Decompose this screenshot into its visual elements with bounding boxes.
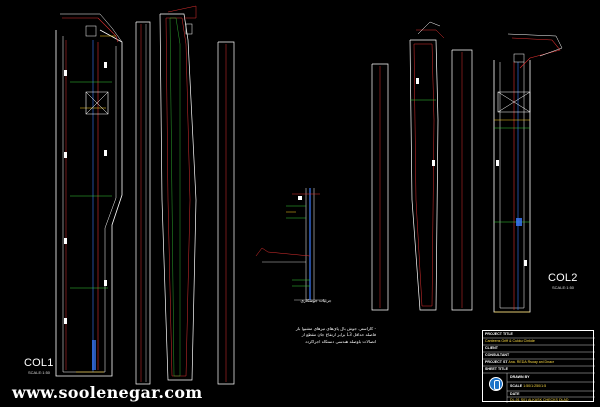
- col2-flange-strip-2: [451, 49, 473, 311]
- title-block-grid: [483, 337, 595, 403]
- note-line: - کاراستر، جوش بال پای‌های تیرهای مشبوا …: [295, 326, 376, 331]
- note-line: فاصله حداقل L3 برابر ارتفاع جان مقطع از: [301, 332, 376, 338]
- col1-web-plate: [159, 5, 197, 381]
- col1-flange-strip-1: [135, 21, 151, 385]
- title-block-row: SCALE 1:50/1:250/1:5: [510, 384, 547, 388]
- col1-scale: SCALE:1:50: [28, 370, 51, 375]
- general-note: - کاراستر، جوش بال پای‌های تیرهای مشبوا …: [258, 326, 376, 345]
- title-block-row: PROJECT TITLE: [485, 332, 513, 336]
- title-block-row: DL-01 S01 ALKASK CHECKS DLAD: [510, 398, 569, 402]
- company-logo-icon: [489, 377, 503, 391]
- col2-flange-strip-1: [371, 63, 389, 311]
- title-block-row: CONSULTANT: [485, 353, 510, 357]
- col2-elevation: [493, 33, 563, 313]
- col2-web-plate: [409, 21, 445, 311]
- title-block-row: Canteens Griff & Cukku Cinkde: [485, 339, 535, 343]
- title-block: PROJECT TITLE Canteens Griff & Cukku Cin…: [482, 330, 595, 403]
- title-block-row: DATE: [510, 392, 520, 396]
- title-block-row: SHEET TITLE: [485, 367, 508, 371]
- watermark: www.soolenegar.com: [12, 383, 203, 402]
- weld-detail-caption: جزئیات جوشکاری: [300, 298, 332, 303]
- weld-detail: [255, 188, 326, 301]
- col2-title: COL2: [548, 272, 578, 284]
- note-line: اتصالات باوصله هندسی دستکاه اجراکردد: [305, 338, 376, 344]
- col1-title: COL1: [24, 357, 54, 369]
- col1-flange-strip-2: [217, 41, 235, 385]
- col2-scale: SCALE:1:50: [552, 285, 575, 290]
- title-block-row: DRAWN BY: [510, 375, 530, 379]
- title-block-row: CLIENT: [485, 346, 498, 350]
- title-block-row: PROJECT ST Ana. REDA Rsoay ani Dnacr: [485, 360, 555, 364]
- col1-elevation: [55, 13, 123, 377]
